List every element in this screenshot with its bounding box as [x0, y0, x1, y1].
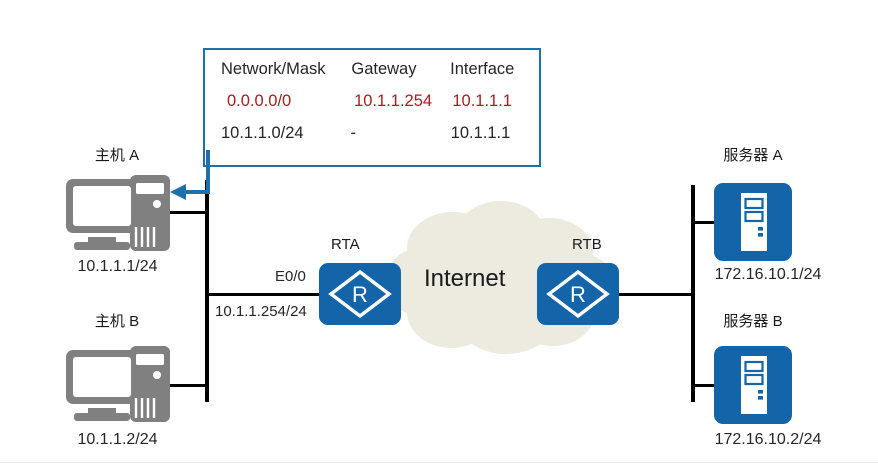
server-b-label: 服务器 B	[723, 313, 783, 330]
routing-table-callout-arrow	[160, 150, 280, 210]
host-b-label: 主机 B	[94, 313, 140, 330]
host-a-label: 主机 A	[94, 147, 140, 164]
column-header-network: Network/Mask	[221, 60, 326, 78]
column-header-interface: Interface	[450, 60, 515, 78]
host-b-ip: 10.1.1.2/24	[77, 431, 158, 448]
link-host-b	[170, 384, 207, 387]
column-header-gateway: Gateway	[351, 60, 417, 78]
link-rtb	[617, 293, 694, 296]
link-host-a	[170, 211, 207, 214]
routing-table-row: 10.1.1.0/24 - 10.1.1.1	[205, 124, 539, 156]
rta-router-icon: R	[319, 263, 401, 325]
server-a-ip: 172.16.10.1/24	[714, 266, 822, 283]
routing-table-header-row: Network/Mask Gateway Interface	[205, 60, 539, 92]
link-server-b	[693, 384, 715, 387]
cell-interface: 10.1.1.1	[450, 124, 511, 142]
lan-bus-left	[205, 180, 209, 402]
cell-gateway: -	[350, 124, 357, 142]
server-a-icon	[714, 183, 792, 261]
svg-text:R: R	[570, 282, 586, 307]
server-b-ip: 172.16.10.2/24	[714, 431, 822, 448]
cell-network: 10.1.1.0/24	[221, 124, 304, 142]
cell-network: 0.0.0.0/0	[227, 92, 292, 110]
link-rta	[207, 293, 322, 296]
cell-gateway: 10.1.1.254	[354, 92, 433, 110]
routing-table-row: 0.0.0.0/0 10.1.1.254 10.1.1.1	[205, 92, 539, 124]
host-b-pc-icon	[64, 344, 174, 424]
svg-text:R: R	[352, 282, 368, 307]
internet-cloud-label: Internet	[424, 265, 506, 292]
rta-label: RTA	[331, 236, 360, 253]
page-separator-rule	[0, 462, 878, 463]
link-server-a	[693, 221, 715, 224]
rta-interface-label: E0/0	[275, 268, 306, 285]
rtb-label: RTB	[572, 236, 602, 253]
host-a-pc-icon	[64, 173, 174, 253]
rtb-router-icon: R	[537, 263, 619, 325]
rta-ip-label: 10.1.1.254/24	[215, 303, 307, 320]
host-a-ip: 10.1.1.1/24	[77, 258, 158, 275]
routing-table: Network/Mask Gateway Interface 0.0.0.0/0…	[203, 48, 541, 167]
server-a-label: 服务器 A	[723, 147, 783, 164]
cell-interface: 10.1.1.1	[452, 92, 512, 110]
server-b-icon	[714, 346, 792, 424]
